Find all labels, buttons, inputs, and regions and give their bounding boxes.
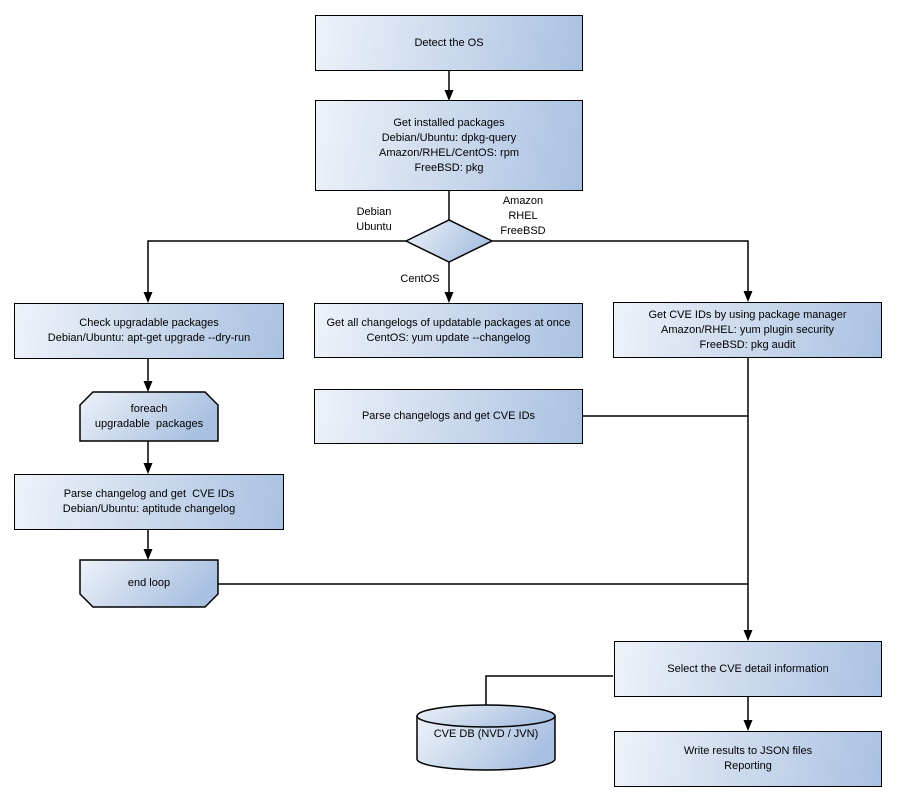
foreach-loop-label: foreach upgradable packages [94, 402, 204, 430]
cve-db-cylinder [416, 704, 556, 771]
arrowhead-icon [444, 90, 454, 101]
arrowhead-icon [143, 381, 153, 392]
node-get-cve-ids-package-manager: Get CVE IDs by using package manager Ama… [613, 302, 882, 358]
edge-decision-right-branch [492, 240, 749, 291]
arrowhead-icon [444, 292, 454, 303]
cylinder-body [416, 715, 556, 771]
edge-label-amazon-rhel-freebsd: Amazon RHEL FreeBSD [500, 194, 546, 237]
foreach-loop-shape [79, 391, 219, 442]
end-loop-label: end loop [127, 577, 171, 589]
edge-cvedb-to-select [485, 675, 613, 705]
cylinder-top [416, 704, 556, 728]
node-detect-os: Detect the OS [315, 15, 583, 71]
node-check-upgradable-packages: Check upgradable packages Debian/Ubuntu:… [14, 303, 284, 359]
node-write-results: Write results to JSON files Reporting [614, 731, 882, 787]
arrowhead-icon [143, 463, 153, 474]
edge-decision-left-branch [147, 240, 406, 292]
arrowhead-icon [143, 292, 153, 303]
arrowhead-icon [743, 720, 753, 731]
node-get-installed-packages: Get installed packages Debian/Ubuntu: dp… [315, 100, 583, 191]
edge-label-centos: CentOS [400, 272, 440, 285]
os-decision-diamond [404, 219, 494, 263]
node-select-cve-detail: Select the CVE detail information [614, 641, 882, 697]
edge-label-debian-ubuntu: Debian Ubuntu [356, 206, 392, 233]
cve-db-label: CVE DB (NVD / JVN) [433, 727, 539, 740]
arrowhead-icon [743, 291, 753, 302]
node-parse-changelog: Parse changelog and get CVE IDs Debian/U… [14, 474, 284, 530]
arrowhead-icon [743, 630, 753, 641]
node-parse-changelogs: Parse changelogs and get CVE IDs [314, 389, 583, 444]
end-loop-shape [79, 559, 219, 608]
node-get-all-changelogs: Get all changelogs of updatable packages… [314, 303, 583, 358]
arrowhead-icon [143, 549, 153, 560]
